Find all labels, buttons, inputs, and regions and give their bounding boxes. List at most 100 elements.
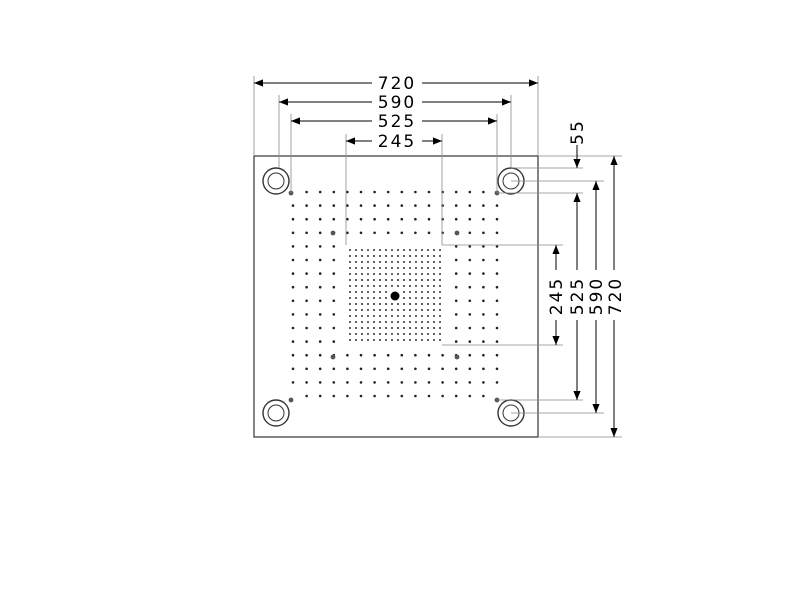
inner-nozzle-dot [367,339,369,341]
inner-nozzle-dot [379,285,381,287]
outer-nozzle-dot [482,272,485,275]
outer-nozzle-dot [454,340,458,343]
outer-nozzle-dot [386,353,390,357]
inner-nozzle-dot [433,279,435,281]
shower-plate-outline [253,155,539,438]
inner-nozzle-dot [409,261,411,263]
inner-nozzle-dot [427,321,429,323]
outer-nozzle-dot [482,340,485,343]
inner-nozzle-dot [403,339,405,341]
outer-nozzle-dot [468,245,472,248]
inner-nozzle-dot [367,267,369,269]
inner-nozzle-dot [433,321,435,323]
inner-nozzle-dot [439,261,441,263]
inner-nozzle-dot [439,309,441,311]
outer-nozzle-dot [291,258,295,262]
inner-nozzle-dot [385,315,387,317]
inner-nozzle-dot [397,333,399,335]
outer-nozzle-dot [305,258,308,262]
inner-nozzle-dot [355,309,357,311]
inner-nozzle-dot [367,315,369,317]
horizontal-dimension-labels: 720 590 525 245 [372,73,422,152]
inner-nozzle-dot [349,249,351,251]
inner-nozzle-dot [349,279,351,281]
outer-nozzle-dot [291,326,295,330]
outer-nozzle-dot [414,381,417,384]
inner-nozzle-dot [385,249,387,251]
inner-nozzle-dot [385,285,387,287]
inner-nozzle-dot [355,303,357,305]
inner-nozzle-dot [415,309,417,311]
inner-nozzle-dot [427,291,429,293]
inner-nozzle-dot [421,261,423,263]
inner-nozzle-dot [397,273,399,275]
inner-nozzle-dot [385,279,387,281]
outer-nozzle-dot [386,381,390,384]
outer-nozzle-dot [468,299,472,303]
inner-nozzle-dot [427,255,429,257]
outer-nozzle-dot [359,394,363,398]
outer-nozzle-dot [291,313,295,316]
inner-nozzle-dot [385,333,387,335]
inner-nozzle-dot [355,339,357,341]
inner-nozzle-dot [391,321,393,323]
outer-nozzle-dot [359,231,363,235]
inner-nozzle-dot [403,261,405,263]
outer-nozzle-dot [318,381,322,384]
inner-nozzle-dot [403,309,405,311]
outer-nozzle-dot [373,394,376,398]
inner-nozzle-dot [385,267,387,269]
outer-nozzle-dot [454,394,458,398]
outer-nozzle-dot [482,367,485,371]
inner-nozzle-dot [361,333,363,335]
inner-nozzle-dot [391,267,393,269]
outer-nozzle-dot [332,272,336,275]
inner-nozzle-dot [439,297,441,299]
inner-nozzle-dot [355,261,357,263]
outer-nozzle-dot [291,299,295,303]
outer-nozzle-dot [359,217,363,221]
outer-nozzle-dot [359,190,363,194]
inner-nozzle-dot [409,279,411,281]
outer-nozzle-dot [386,394,390,398]
outer-nozzle-dot [482,326,485,330]
outer-nozzle-dot [332,313,336,316]
inner-nozzle-dot [415,261,417,263]
inner-nozzle-dot [415,273,417,275]
outer-nozzle-dot [495,217,499,221]
inner-nozzle-dot [439,285,441,287]
inner-nozzle-dot [349,285,351,287]
inner-nozzle-dot [361,261,363,263]
inner-nozzle-dot [409,285,411,287]
inner-nozzle-dot [433,339,435,341]
inner-nozzle-dot [397,303,399,305]
inner-nozzle-dot [361,291,363,293]
outer-nozzle-dot [400,394,404,398]
outer-nozzle-dot [441,367,444,371]
inner-nozzle-dot [439,333,441,335]
inner-nozzle-dot [385,309,387,311]
outer-nozzle-dot [414,204,417,207]
inner-nozzle-dot [415,333,417,335]
inner-nozzle-dot [415,315,417,317]
dim-label-245-h: 245 [378,132,416,152]
inner-nozzle-dot [421,255,423,257]
outer-nozzle-dot [427,353,431,357]
dim-label-720-v: 720 [606,277,626,315]
inner-nozzle-dot [427,249,429,251]
inner-nozzle-dot [391,309,393,311]
outer-nozzle-dot [468,326,472,330]
inner-nozzle-dot [403,249,405,251]
outer-nozzle-dot [441,394,444,398]
inner-nozzle-dot [427,279,429,281]
inner-nozzle-dot [433,327,435,329]
outer-nozzle-dot [427,190,431,194]
outer-nozzle-dot [468,353,472,357]
inner-nozzle-dot [355,285,357,287]
outer-nozzle-dot [495,353,499,357]
inner-nozzle-dot [427,315,429,317]
dim-label-525-h: 525 [378,112,416,132]
outer-nozzle-dot [414,217,417,221]
inner-nozzle-dot [439,267,441,269]
inner-nozzle-dot [403,279,405,281]
